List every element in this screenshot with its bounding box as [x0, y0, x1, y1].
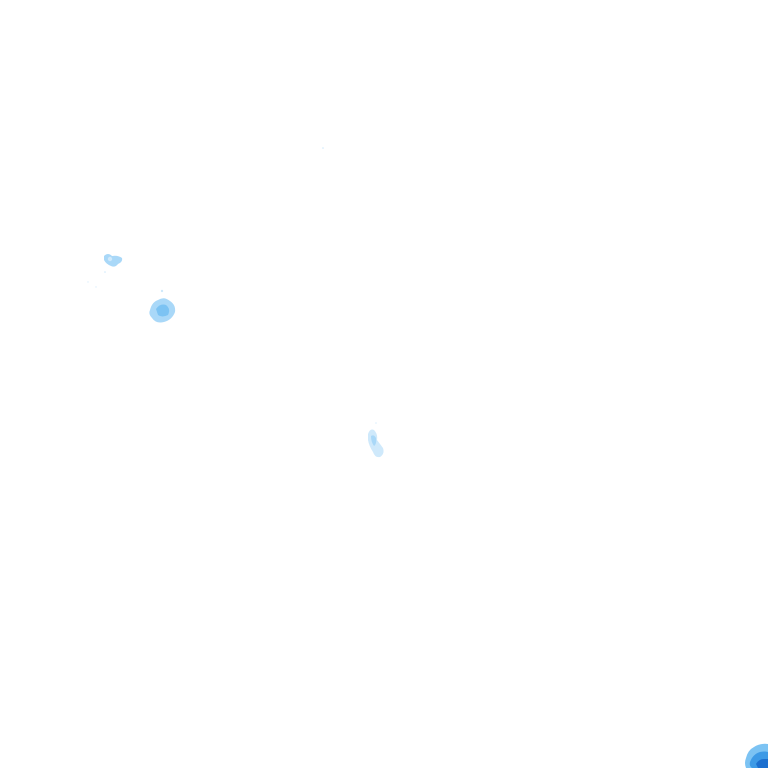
precip-echo-cluster-central	[368, 422, 384, 458]
precip-echo-speck	[322, 147, 324, 149]
precip-echo-cluster-west-large	[149, 289, 176, 323]
precip-echo-cluster-west-small	[87, 254, 123, 288]
precip-echo-cluster-southeast	[745, 743, 768, 768]
